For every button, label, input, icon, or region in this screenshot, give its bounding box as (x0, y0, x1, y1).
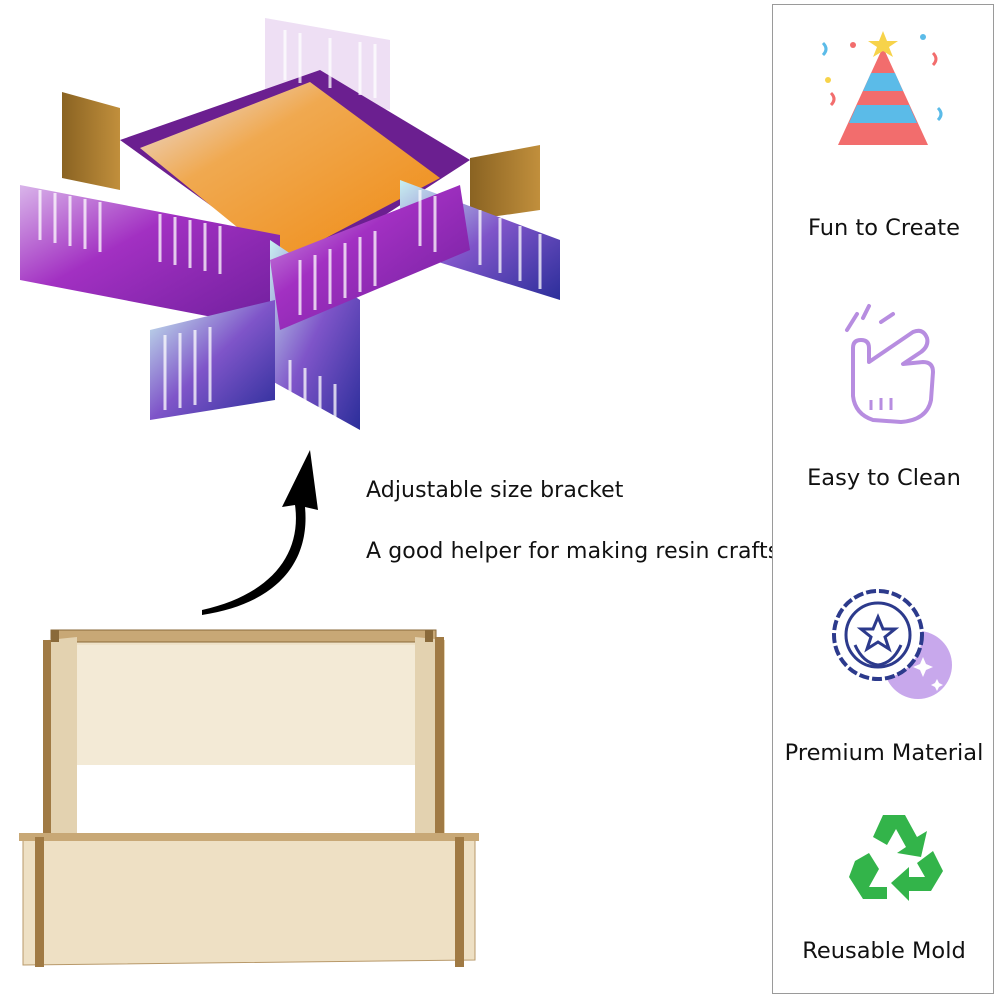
recycle-icon (849, 815, 943, 901)
feature-label-premium: Premium Material (784, 740, 984, 766)
feature-label-fun: Fun to Create (808, 215, 960, 241)
tap-hand-icon (845, 304, 935, 424)
curved-arrow-icon (202, 450, 318, 615)
feature-label-clean: Easy to Clean (807, 465, 961, 491)
party-hat-icon (821, 31, 943, 145)
quality-badge-icon (832, 589, 952, 699)
features-panel: Fun to Create Easy to Clean Premium Mate… (772, 4, 994, 994)
wooden-frame-image (19, 629, 479, 967)
resin-mold-image (20, 18, 560, 430)
caption-line-2: A good helper for making resin crafts (366, 539, 780, 564)
feature-label-reusable: Reusable Mold (802, 938, 966, 964)
caption-line-1: Adjustable size bracket (366, 478, 624, 503)
